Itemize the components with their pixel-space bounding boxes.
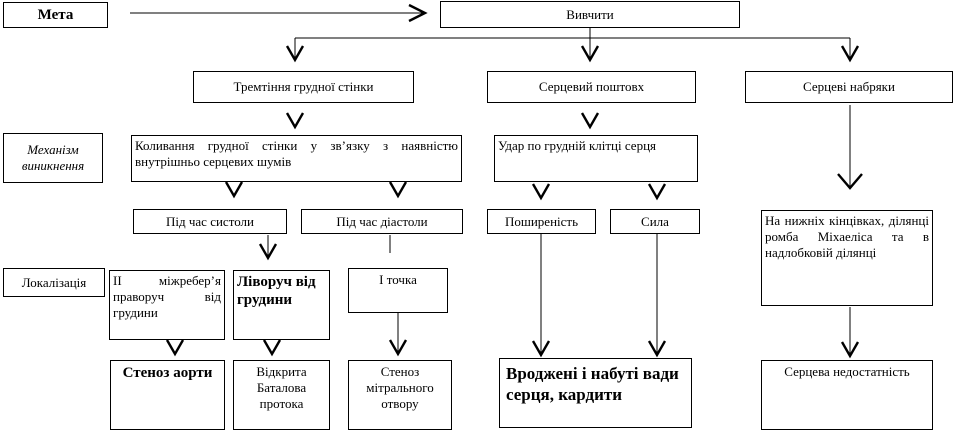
sign-heart-push-box: Серцевий поштовх	[487, 71, 696, 103]
prevalence-to-defects-arrowhead	[531, 340, 551, 358]
localization-label: Локалізація	[3, 268, 105, 297]
strength-to-defects-arrowhead	[647, 340, 667, 358]
left-to-botallo-arrowhead	[262, 339, 282, 357]
edema-to-location-arrowhead	[837, 173, 863, 190]
tremor-to-vibration-arrowhead	[285, 112, 305, 130]
impact-to-prevalence-arrowhead	[531, 183, 551, 201]
phase-systole-box: Під час систоли	[133, 209, 287, 234]
edema-arrowhead	[840, 45, 860, 63]
goal-box: Мета	[3, 2, 108, 28]
outcome-mitral-stenosis-box: Стеноз мітрального отвору	[348, 360, 452, 430]
outcome-defects-box: Вроджені і набуті вади серця, кардити	[499, 358, 692, 428]
impact-to-strength-arrowhead	[647, 183, 667, 201]
study-box: Вивчити	[440, 1, 740, 28]
point1-to-mitral-arrowhead	[388, 339, 408, 357]
tremor-arrowhead	[285, 45, 305, 63]
localization-right-box: ІІ міжребер’я праворуч від грудини	[109, 270, 225, 340]
sign-edema-box: Серцеві набряки	[745, 71, 953, 103]
push-to-impact-arrowhead	[580, 112, 600, 130]
vibration-to-systole-arrowhead	[224, 181, 244, 199]
outcome-botallo-box: Відкрита Баталова протока	[233, 360, 330, 430]
push-strength-box: Сила	[610, 209, 700, 234]
outcome-heart-failure-box: Серцева недостатність	[761, 360, 933, 430]
push-arrowhead	[580, 45, 600, 63]
mechanism-label: Механізм виникнення	[3, 133, 103, 183]
localization-left-box: Ліворуч від грудини	[233, 270, 330, 340]
localization-point1-box: І точка	[348, 268, 448, 313]
outcome-aortic-stenosis-box: Стеноз аорти	[110, 360, 225, 430]
location-to-failure-arrowhead	[840, 341, 860, 359]
sign-tremor-box: Тремтіння грудної стінки	[193, 71, 414, 103]
phase-diastole-box: Під час діастоли	[301, 209, 463, 234]
edema-location-box: На нижніх кінцівках, ділянці ромба Міхае…	[761, 210, 933, 306]
goal-to-study-arrowhead	[408, 3, 428, 23]
vibration-to-diastole-arrowhead	[388, 181, 408, 199]
systole-to-left-arrowhead	[258, 243, 278, 261]
right-to-aortic-arrowhead	[165, 339, 185, 357]
mechanism-impact-box: Удар по грудній клітці серця	[494, 135, 698, 182]
mechanism-vibration-box: Коливання грудної стінки у зв’язку з ная…	[131, 135, 462, 182]
push-prevalence-box: Поширеність	[487, 209, 596, 234]
